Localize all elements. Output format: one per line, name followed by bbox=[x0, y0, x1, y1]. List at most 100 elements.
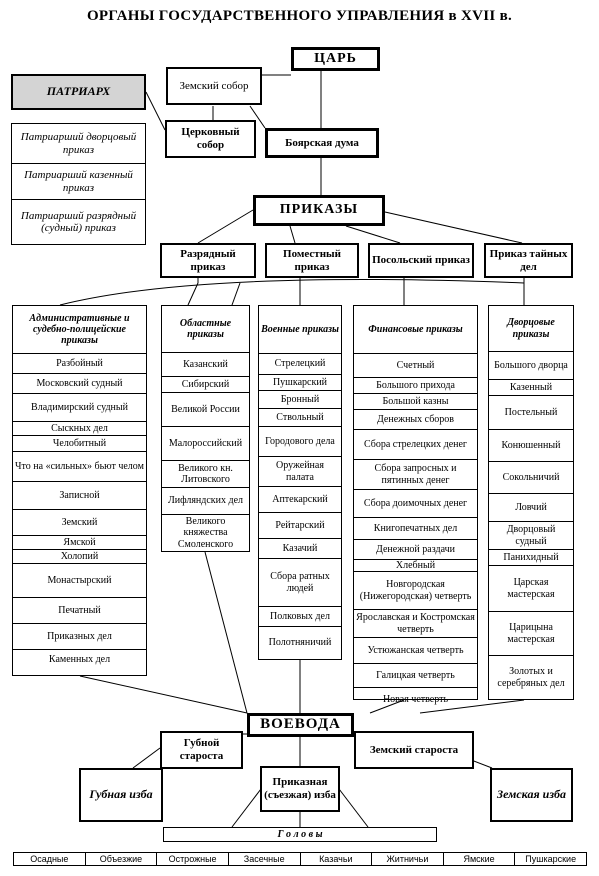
zemsky-sobor-box: Земский собор bbox=[166, 67, 262, 105]
tsar-box: ЦАРЬ bbox=[291, 47, 380, 71]
list-item: Устюжанская четверть bbox=[354, 638, 477, 664]
posolsky-prikaz-box: Посольский приказ bbox=[368, 243, 474, 278]
golovy-item: Объезжие bbox=[86, 853, 158, 865]
list-item: Царская мастерская bbox=[489, 566, 573, 612]
list-item: Денежной раздачи bbox=[354, 540, 477, 560]
list-item: Золотых и серебряных дел bbox=[497, 666, 565, 689]
list-item: Денежных сборов bbox=[354, 410, 477, 430]
list-item: Бронный bbox=[259, 391, 341, 409]
list-item: Новгородская (Нижегородская) четверть bbox=[354, 572, 477, 610]
patriarch-prikazy-list: Патриарший дворцовый приказ Патриарший к… bbox=[11, 123, 146, 245]
list-item: Книгопечатных дел bbox=[354, 518, 477, 540]
column-header: Областные приказы bbox=[162, 306, 249, 353]
list-item: Ярославская и Костромская четверть bbox=[354, 610, 477, 638]
list-item: Московский судный bbox=[13, 374, 146, 394]
prikaznaya-izba-box: Приказная (съезжая) изба bbox=[260, 766, 340, 812]
pomestny-prikaz-box: Поместный приказ bbox=[265, 243, 359, 278]
list-item: Хлебный bbox=[354, 560, 477, 572]
list-item: Лифляндских дел bbox=[162, 488, 249, 515]
list-item: Что на «сильных» бьют челом bbox=[13, 452, 146, 482]
golovy-box: Г о л о в ы bbox=[163, 827, 437, 842]
list-item: Большого прихода bbox=[354, 378, 477, 394]
list-item: Ствольный bbox=[259, 409, 341, 427]
patriarch-prikaz: Патриарший казенный приказ bbox=[12, 164, 145, 200]
gubnaya-izba-box: Губная изба bbox=[79, 768, 163, 822]
tainykh-del-prikaz-box: Приказ тайных дел bbox=[484, 243, 573, 278]
list-item: Монастырский bbox=[13, 564, 146, 598]
list-item: Сбора ратных людей bbox=[259, 559, 341, 607]
list-item: Рейтарский bbox=[259, 513, 341, 539]
list-item: Казенный bbox=[489, 380, 573, 396]
list-item: Постельный bbox=[489, 396, 573, 430]
column-header: Финансовые приказы bbox=[354, 306, 477, 354]
list-item: Записной bbox=[13, 482, 146, 510]
patriarch-box: ПАТРИАРХ bbox=[11, 74, 146, 110]
golovy-list: Осадные Объезжие Острожные Засечные Каза… bbox=[13, 852, 587, 866]
golovy-item: Ямские bbox=[444, 853, 516, 865]
military-prikazy-column: Военные приказы Стрелецкий Пушкарский Бр… bbox=[258, 305, 342, 660]
list-item: Великой России bbox=[162, 393, 249, 427]
list-item: Приказных дел bbox=[13, 624, 146, 650]
list-item: Великого княжества Смоленского bbox=[177, 516, 234, 550]
list-item: Разбойный bbox=[13, 354, 146, 374]
list-item: Аптекарский bbox=[259, 487, 341, 513]
list-item: Галицкая четверть bbox=[354, 664, 477, 688]
golovy-item: Осадные bbox=[14, 853, 86, 865]
list-item: Владимирский судный bbox=[13, 394, 146, 422]
list-item: Сбора доимочных денег bbox=[354, 490, 477, 518]
list-item: Дворцовый судный bbox=[489, 522, 573, 550]
zemsky-starosta-box: Земский староста bbox=[354, 731, 474, 769]
golovy-item: Казачьи bbox=[301, 853, 373, 865]
list-item: Царицына мастерская bbox=[489, 612, 573, 656]
list-item: Ловчий bbox=[489, 494, 573, 522]
list-item: Полотняничий bbox=[268, 637, 332, 649]
admin-prikazy-column: Административные и судебно-полицейские п… bbox=[12, 305, 147, 676]
list-item: Большого дворца bbox=[489, 352, 573, 380]
list-item: Ямской bbox=[13, 536, 146, 550]
list-item: Сыскных дел bbox=[13, 422, 146, 436]
patriarch-prikaz: Патриарший дворцовый приказ bbox=[12, 124, 145, 164]
prikazy-box: ПРИКАЗЫ bbox=[253, 195, 385, 226]
list-item: Полковых дел bbox=[259, 607, 341, 627]
list-item: Казачий bbox=[259, 539, 341, 559]
list-item: Счетный bbox=[354, 354, 477, 378]
list-item: Сбора стрелецких денег bbox=[354, 430, 477, 460]
golovy-item: Житничьи bbox=[372, 853, 444, 865]
list-item: Сбора запросных и пятинных денег bbox=[354, 460, 477, 490]
list-item: Сокольничий bbox=[489, 462, 573, 494]
regional-prikazy-column: Областные приказы Казанский Сибирский Ве… bbox=[161, 305, 250, 552]
list-item: Оружейная палата bbox=[259, 457, 341, 487]
golovy-item: Пушкарские bbox=[525, 854, 577, 864]
voevoda-box: ВОЕВОДА bbox=[247, 713, 354, 737]
patriarch-prikaz: Патриарший разрядный (судный) приказ bbox=[20, 209, 137, 234]
list-item: Панихидный bbox=[489, 550, 573, 566]
list-item: Земский bbox=[13, 510, 146, 536]
list-item: Сибирский bbox=[162, 377, 249, 393]
column-header: Военные приказы bbox=[259, 306, 341, 354]
church-sobor-box: Церковный собор bbox=[165, 120, 256, 158]
column-header: Административные и судебно-полицейские п… bbox=[13, 306, 146, 354]
financial-prikazy-column: Финансовые приказы Счетный Большого прих… bbox=[353, 305, 478, 705]
list-item: Новая четверть bbox=[382, 693, 449, 705]
gubnoy-starosta-box: Губной староста bbox=[160, 731, 243, 769]
boyar-duma-box: Боярская дума bbox=[265, 128, 379, 158]
list-item: Стрелецкий bbox=[259, 354, 341, 375]
list-item: Челобитный bbox=[13, 436, 146, 452]
list-item: Пушкарский bbox=[259, 375, 341, 391]
list-item: Холопий bbox=[13, 550, 146, 564]
list-item: Печатный bbox=[13, 598, 146, 624]
list-item: Великого кн. Литовского bbox=[162, 461, 249, 488]
column-header: Дворцовые приказы bbox=[489, 306, 573, 352]
list-item: Городового дела bbox=[259, 427, 341, 457]
zemskaya-izba-box: Земская изба bbox=[490, 768, 573, 822]
palace-prikazy-column: Дворцовые приказы Большого дворца Казенн… bbox=[488, 305, 574, 700]
list-item: Большой казны bbox=[354, 394, 477, 410]
list-item: Малороссийский bbox=[162, 427, 249, 461]
list-item: Каменных дел bbox=[48, 653, 111, 665]
list-item: Конюшенный bbox=[489, 430, 573, 462]
page-title: ОРГАНЫ ГОСУДАРСТВЕННОГО УПРАВЛЕНИЯ в XVI… bbox=[86, 8, 513, 24]
razryadny-prikaz-box: Разрядный приказ bbox=[160, 243, 256, 278]
list-item: Казанский bbox=[162, 353, 249, 377]
golovy-item: Острожные bbox=[157, 853, 229, 865]
